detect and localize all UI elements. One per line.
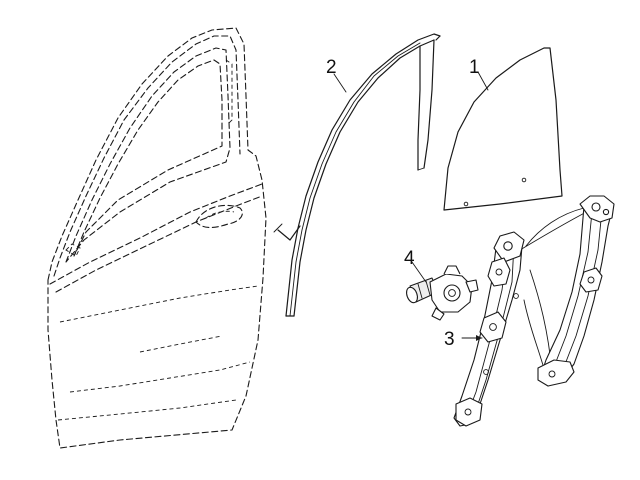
callout-1: 1: [469, 57, 480, 78]
door-shell: [47, 27, 267, 449]
callout-4: 4: [404, 248, 415, 269]
window-glass: [443, 47, 563, 211]
leader-1: [477, 71, 489, 91]
callout-3: 3: [444, 329, 455, 350]
callout-labels: 2 1 4 3: [326, 57, 480, 350]
regulator-motor: [406, 265, 479, 321]
window-run-channel: [273, 33, 441, 317]
callout-2: 2: [326, 57, 337, 78]
leader-3-arrowhead: [476, 335, 482, 341]
leader-lines: [333, 71, 489, 341]
leader-2: [333, 73, 347, 93]
window-regulator: [453, 195, 615, 427]
leader-4: [411, 261, 427, 283]
